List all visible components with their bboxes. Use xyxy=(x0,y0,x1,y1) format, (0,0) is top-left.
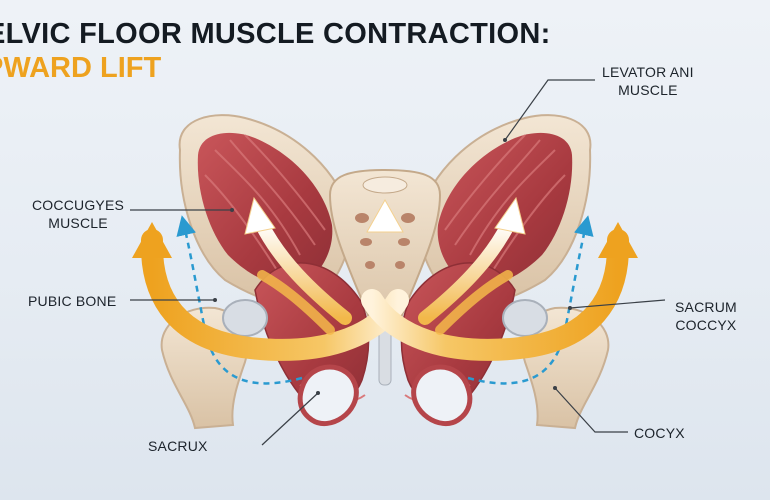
leader-lines xyxy=(130,79,666,446)
right-arrow-head xyxy=(598,222,638,258)
diagram-subtitle: PWARD LIFT xyxy=(0,52,162,84)
left-ilium xyxy=(178,114,352,305)
label-levator-ani-muscle: LEVATOR ANI MUSCLE xyxy=(602,64,694,98)
label-sacrux: SACRUX xyxy=(148,438,208,454)
upward-lift-arrows xyxy=(132,222,638,361)
label-pubic-bone: PUBIC BONE xyxy=(28,293,117,309)
pelvic-floor-muscles xyxy=(254,262,516,427)
white-upward-arrows xyxy=(244,196,526,335)
diagram-title: ELVIC FLOOR MUSCLE CONTRACTION: xyxy=(0,18,551,50)
label-sacrum-coccyx: SACRUM COCCYX xyxy=(675,299,737,333)
right-ilium xyxy=(418,114,592,305)
left-arrow-head xyxy=(132,222,172,258)
label-cocyx: COCYX xyxy=(634,425,685,441)
label-coccygeus-muscle: COCCUGYES MUSCLE xyxy=(32,197,125,231)
